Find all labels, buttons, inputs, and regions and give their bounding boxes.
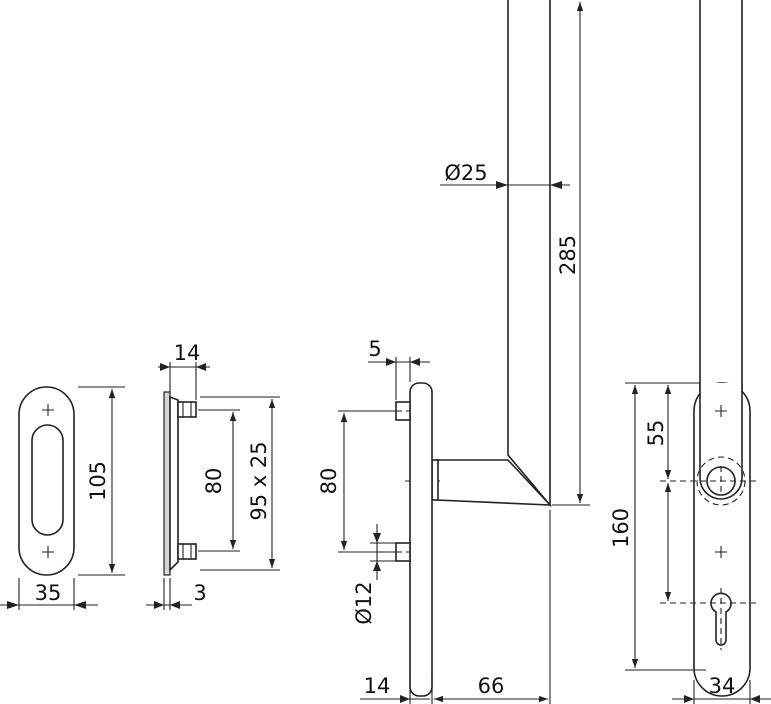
screw-mark-bottom	[42, 546, 54, 558]
plate-thickness-label: 14	[364, 674, 391, 698]
recessed-depth-label: 14	[174, 341, 201, 365]
pull-handle-side-view: 5 80 Ø12 14 66 Ø25 285	[317, 0, 590, 704]
handle-neck	[431, 459, 439, 501]
pull-spacing-extension-lines	[338, 410, 396, 553]
recessed-grip-plate	[163, 391, 171, 576]
recessed-depth-extension-lines	[169, 362, 197, 400]
bar-dia-label: Ø25	[444, 161, 487, 185]
recessed-plate-label: 3	[193, 581, 206, 605]
handle-base-plate	[409, 382, 433, 697]
bar-length-label: 285	[556, 235, 580, 275]
recessed-boss-bottom	[177, 543, 197, 560]
recessed-grip-body	[169, 395, 179, 572]
screw-offset-label: 5	[368, 337, 381, 361]
screw-dia-label: Ø12	[352, 581, 376, 624]
screw-offset-extension-lines	[395, 357, 411, 400]
recessed-boss-top	[177, 401, 197, 418]
oval-rosette-recess	[31, 424, 64, 536]
mark-lower	[715, 546, 727, 558]
mark-upper	[715, 405, 727, 417]
front-bar-overlap	[699, 383, 743, 500]
front-plate-view: 55 160 34	[609, 0, 771, 704]
rosette-height-label: 105	[86, 461, 110, 501]
plate-length-extension-lines	[625, 382, 706, 671]
rosette-width-label: 35	[35, 581, 62, 605]
screw-dia-extension-lines	[370, 542, 396, 562]
plate-length-label: 160	[609, 508, 633, 548]
projection-label: 66	[478, 674, 505, 698]
recessed-cutout-extension-lines	[200, 396, 280, 571]
projection-extension-lines	[409, 510, 551, 704]
recessed-spacing-extension-lines	[198, 409, 240, 552]
pull-spacing-label: 80	[317, 468, 341, 495]
handle-bar	[507, 0, 551, 508]
screw-mark-top	[42, 404, 54, 416]
plate-upper-label: 55	[644, 420, 668, 447]
recessed-spacing-label: 80	[202, 468, 226, 495]
oval-rosette-view: 105 35	[0, 386, 125, 610]
recessed-grip-view: 14 3 80 95 x 25	[146, 341, 280, 610]
plate-width-label: 34	[709, 674, 736, 698]
recessed-cutout-label: 95 x 25	[247, 441, 271, 520]
rosette-height-extension-lines	[78, 386, 125, 576]
plate-width-extension-lines	[693, 680, 751, 704]
